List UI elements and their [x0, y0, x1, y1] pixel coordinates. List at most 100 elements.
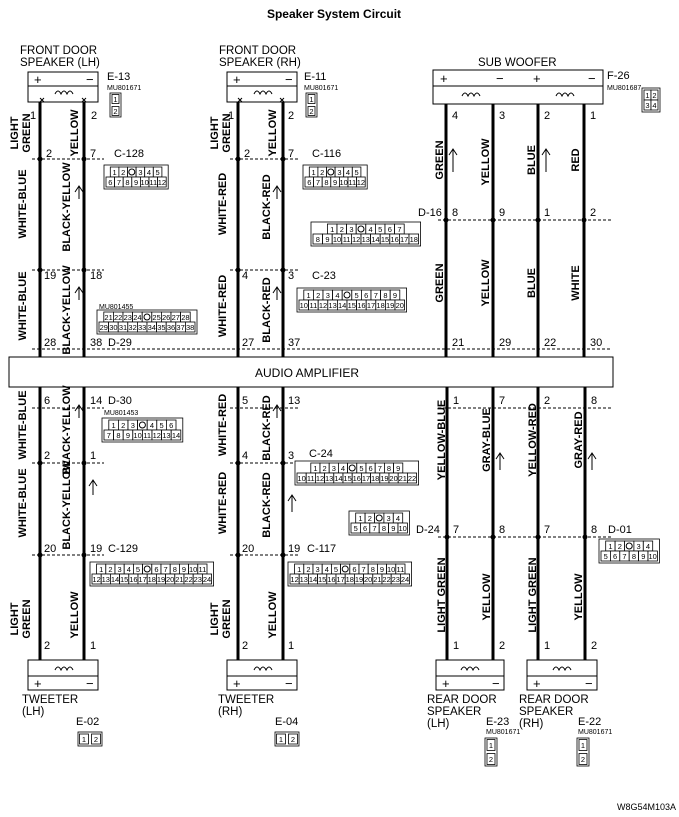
- rear-rh-label: REAR DOOR SPEAKER (RH): [519, 694, 589, 730]
- svg-text:2: 2: [94, 735, 98, 744]
- wire-color-label: WHITE-RED: [217, 173, 229, 235]
- svg-text:8: 8: [371, 565, 375, 574]
- svg-text:22: 22: [408, 474, 416, 483]
- svg-text:21: 21: [175, 575, 183, 584]
- svg-text:MU801455: MU801455: [99, 304, 133, 311]
- svg-text:17: 17: [367, 301, 375, 310]
- svg-text:1: 1: [544, 207, 550, 219]
- wire-color-label: YELLOW: [573, 573, 585, 621]
- svg-text:10: 10: [387, 565, 395, 574]
- svg-text:9: 9: [134, 178, 138, 187]
- svg-text:(RH): (RH): [519, 718, 543, 730]
- svg-text:BLACK-RED: BLACK-RED: [261, 277, 273, 342]
- svg-text:25: 25: [152, 313, 160, 322]
- svg-text:2: 2: [288, 110, 294, 122]
- svg-text:7: 7: [107, 431, 111, 440]
- svg-text:7: 7: [453, 524, 459, 536]
- wire-color-label: WHITE-BLUE: [17, 468, 29, 537]
- svg-text:2: 2: [368, 514, 372, 523]
- svg-text:+: +: [34, 72, 42, 87]
- svg-text:7: 7: [288, 148, 294, 160]
- svg-text:+: +: [440, 71, 448, 86]
- svg-text:−: −: [588, 71, 596, 86]
- svg-text:WHITE-RED: WHITE-RED: [217, 275, 229, 337]
- svg-text:GRAY-RED: GRAY-RED: [573, 411, 585, 468]
- svg-text:(LH): (LH): [427, 718, 450, 730]
- svg-text:20: 20: [44, 543, 56, 555]
- svg-text:11: 11: [348, 178, 356, 187]
- svg-text:5: 5: [334, 565, 338, 574]
- svg-text:1: 1: [279, 735, 283, 744]
- svg-text:2: 2: [121, 168, 125, 177]
- svg-text:23: 23: [194, 575, 202, 584]
- svg-text:3: 3: [288, 270, 294, 282]
- svg-text:22: 22: [114, 313, 122, 322]
- svg-text:1: 1: [453, 640, 459, 652]
- svg-text:10: 10: [297, 474, 305, 483]
- svg-text:D-16: D-16: [418, 207, 442, 219]
- svg-text:14: 14: [334, 474, 342, 483]
- svg-text:C-23: C-23: [312, 270, 336, 282]
- svg-text:13: 13: [102, 575, 110, 584]
- svg-text:WHITE-RED: WHITE-RED: [217, 472, 229, 534]
- svg-text:14: 14: [309, 575, 317, 584]
- svg-text:2: 2: [309, 107, 313, 116]
- sub-woofer-label: SUB WOOFER: [478, 57, 557, 69]
- junction-dots: [37, 156, 588, 558]
- svg-text:12: 12: [290, 575, 298, 584]
- svg-text:8: 8: [173, 565, 177, 574]
- svg-text:8: 8: [591, 524, 597, 536]
- svg-text:35: 35: [157, 323, 165, 332]
- svg-text:C-24: C-24: [309, 448, 333, 460]
- wire-color-label: LIGHT GREEN: [436, 557, 448, 632]
- svg-text:−: −: [86, 676, 94, 691]
- svg-text:D-01: D-01: [608, 524, 632, 536]
- front-lh-speaker-symbol: +−: [27, 71, 99, 103]
- svg-text:34: 34: [148, 323, 156, 332]
- tweeter-rh-label: TWEETER (RH): [218, 694, 274, 718]
- wires: [38, 102, 587, 660]
- svg-text:10: 10: [399, 524, 407, 533]
- svg-text:20: 20: [166, 575, 174, 584]
- wire-color-label: GRAY-RED: [573, 411, 585, 468]
- svg-text:2: 2: [242, 640, 248, 652]
- svg-text:12: 12: [316, 474, 324, 483]
- svg-text:2: 2: [91, 110, 97, 122]
- svg-text:3: 3: [332, 464, 336, 473]
- svg-text:37: 37: [288, 337, 300, 349]
- svg-text:4: 4: [147, 168, 151, 177]
- svg-text:−: −: [492, 676, 500, 691]
- svg-text:16: 16: [353, 474, 361, 483]
- svg-text:1: 1: [112, 421, 116, 430]
- svg-text:1: 1: [312, 168, 316, 177]
- svg-text:1: 1: [113, 95, 117, 104]
- svg-text:11: 11: [199, 565, 207, 574]
- svg-text:BLACK-YELLOW: BLACK-YELLOW: [61, 162, 73, 252]
- svg-text:6: 6: [108, 178, 112, 187]
- svg-text:YELLOW-RED: YELLOW-RED: [527, 403, 539, 477]
- rear-lh-speaker-symbol: +−: [435, 659, 505, 691]
- wire-color-label: YELLOW: [69, 109, 81, 157]
- svg-text:1: 1: [113, 168, 117, 177]
- svg-text:23: 23: [124, 313, 132, 322]
- svg-text:7: 7: [397, 225, 401, 234]
- svg-text:7: 7: [316, 178, 320, 187]
- svg-text:BLACK-YELLOW: BLACK-YELLOW: [61, 265, 73, 355]
- svg-text:3: 3: [118, 565, 122, 574]
- svg-text:30: 30: [109, 323, 117, 332]
- svg-text:11: 11: [397, 565, 405, 574]
- svg-text:16: 16: [357, 301, 365, 310]
- svg-text:1: 1: [228, 110, 234, 122]
- wire-color-label: YELLOW: [481, 573, 493, 621]
- front-lh-label: FRONT DOOR SPEAKER (LH): [20, 45, 100, 69]
